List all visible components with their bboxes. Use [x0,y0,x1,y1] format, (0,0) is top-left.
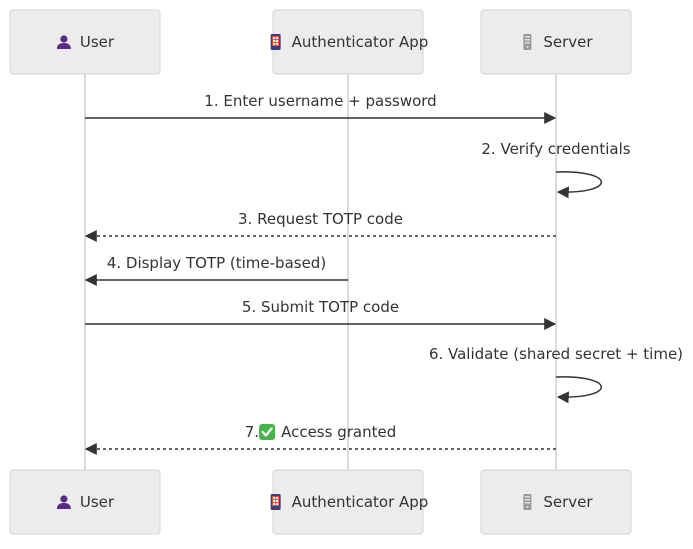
check-mark-icon [259,424,276,440]
self-loop-arrow [555,376,602,404]
participant-user-top: User [9,9,161,75]
participant-label: Authenticator App [292,493,429,511]
participant-user-bottom: User [9,469,161,535]
message-label: 6. Validate (shared secret + time) [429,345,683,363]
message-2: 2. Verify credentials [481,140,631,199]
message-3: 3. Request TOTP code [84,210,556,242]
message-label: 7. Access granted [245,423,396,441]
message-5: 5. Submit TOTP code [85,298,557,330]
participant-auth-top: Authenticator App [270,9,429,75]
participant-server-top: Server [480,9,632,75]
message-4: 4. Display TOTP (time-based) [84,254,348,286]
self-loop-arrow [555,171,602,199]
message-label: 1. Enter username + password [204,92,436,110]
participant-server-bottom: Server [480,469,632,535]
participant-label: User [80,493,115,511]
message-1: 1. Enter username + password [85,92,557,124]
server-icon [523,494,532,510]
message-label: 2. Verify credentials [481,140,630,158]
participant-label: Server [543,33,593,51]
user-icon [56,35,71,49]
mobile-phone-icon [270,34,281,50]
server-icon [523,34,532,50]
message-7: 7. Access granted [84,423,556,455]
participant-label: Authenticator App [292,33,429,51]
mobile-phone-icon [270,494,281,510]
lifelines [84,74,557,470]
message-label: 4. Display TOTP (time-based) [107,254,326,272]
message-text: Access granted [281,423,396,441]
message-label: 5. Submit TOTP code [242,298,399,316]
messages: 1. Enter username + password 2. Verify cr… [84,92,683,455]
participant-auth-bottom: Authenticator App [270,469,429,535]
participant-label: Server [543,493,593,511]
participant-label: User [80,33,115,51]
message-number: 7. [245,423,259,441]
message-label: 3. Request TOTP code [238,210,403,228]
message-6: 6. Validate (shared secret + time) [429,345,683,404]
user-icon [56,495,71,509]
